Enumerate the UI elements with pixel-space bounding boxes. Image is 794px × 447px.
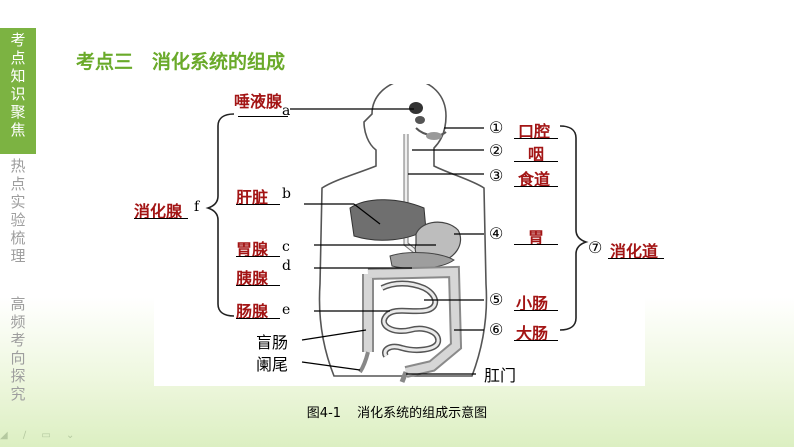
label-pharynx: 咽 [528, 145, 545, 164]
sidebar: 考 点 知 识 聚 焦 热 点 实 验 梳 理 高 频 考 向 探 究 [0, 28, 36, 447]
label-appendix: 阑尾 [256, 355, 289, 374]
caption-figure-number: 图4-1 [306, 406, 342, 421]
answer-underline [514, 340, 558, 341]
label-anus: 肛门 [484, 366, 517, 385]
sidebar-char: 考 [10, 31, 26, 49]
answer-underline [134, 218, 188, 219]
page-title: 考点三 消化系统的组成 [76, 51, 286, 73]
answer-underline [514, 186, 558, 187]
label-salivary-gland: 唾液腺 [234, 92, 283, 111]
label-c: c [282, 239, 290, 255]
label-f: f [194, 199, 200, 215]
label-num-3: ③ [489, 166, 504, 185]
label-d: d [282, 258, 291, 274]
label-esophagus: 食道 [518, 170, 551, 189]
figure-caption: 图4-1 消化系统的组成示意图 [0, 402, 794, 421]
sidebar-char: 识 [10, 85, 26, 103]
sidebar-item-experiments[interactable]: 热 点 实 验 梳 理 [0, 154, 36, 292]
sidebar-char: 焦 [10, 121, 26, 139]
sidebar-char: 向 [10, 349, 26, 367]
answer-underline [514, 244, 558, 245]
answer-underline [236, 204, 280, 205]
slide-tools-icon[interactable]: ◢ ∕ ▭ ⌄ [0, 430, 81, 441]
answer-underline [514, 310, 558, 311]
sidebar-item-exam-trends[interactable]: 高 频 考 向 探 究 [0, 292, 36, 414]
sidebar-char: 考 [10, 331, 26, 349]
digestive-system-figure [154, 84, 645, 386]
sidebar-char: 究 [10, 385, 26, 403]
sidebar-char: 热 [10, 157, 26, 175]
label-num-1: ① [489, 118, 504, 137]
answer-underline [236, 318, 280, 319]
sidebar-char: 理 [10, 247, 26, 265]
label-pancreas: 胰腺 [236, 269, 269, 288]
answer-underline [236, 285, 280, 286]
sidebar-char: 梳 [10, 229, 26, 247]
label-e: e [282, 302, 291, 318]
label-gastric-gland: 胃腺 [236, 240, 269, 259]
label-num-6: ⑥ [489, 320, 504, 339]
digestive-system-illustration [205, 84, 589, 383]
sidebar-char: 知 [10, 67, 26, 85]
sidebar-char: 探 [10, 367, 26, 385]
label-num-4: ④ [489, 224, 504, 243]
label-small-intestine: 小肠 [516, 294, 549, 313]
label-digestive-tract: 消化道 [610, 242, 659, 261]
sidebar-char: 频 [10, 313, 26, 331]
answer-underline [238, 116, 288, 117]
label-b: b [282, 186, 291, 202]
label-liver: 肝脏 [236, 188, 269, 207]
label-digestive-glands: 消化腺 [134, 202, 183, 221]
label-num-2: ② [489, 141, 504, 160]
answer-underline [514, 161, 558, 162]
answer-underline [608, 258, 664, 259]
label-cecum: 盲肠 [256, 333, 289, 352]
label-mouth: 口腔 [518, 122, 551, 141]
sidebar-char: 点 [10, 49, 26, 67]
sidebar-char: 实 [10, 193, 26, 211]
sidebar-char: 高 [10, 295, 26, 313]
label-num-5: ⑤ [489, 290, 504, 309]
label-intestinal-gland: 肠腺 [236, 302, 269, 321]
label-a: a [282, 103, 291, 119]
sidebar-item-knowledge[interactable]: 考 点 知 识 聚 焦 [0, 28, 36, 154]
caption-text: 消化系统的组成示意图 [357, 406, 488, 421]
label-num-7: ⑦ [588, 238, 603, 257]
sidebar-char: 验 [10, 211, 26, 229]
sidebar-char: 点 [10, 175, 26, 193]
sidebar-char: 聚 [10, 103, 26, 121]
answer-underline [236, 256, 280, 257]
answer-underline [514, 138, 558, 139]
label-large-intestine: 大肠 [516, 324, 549, 343]
label-stomach: 胃 [528, 228, 545, 247]
